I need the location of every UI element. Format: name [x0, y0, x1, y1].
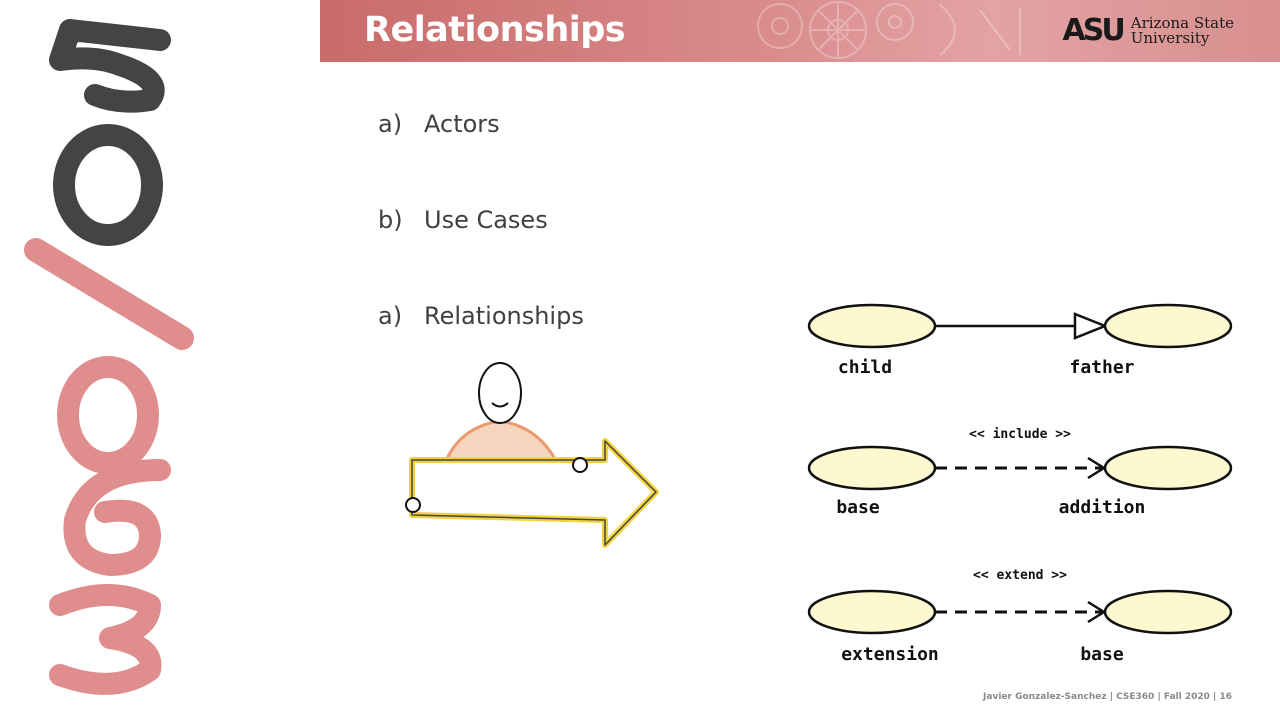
bullet-marker: b)	[378, 206, 403, 234]
bullet-text: Use Cases	[424, 206, 548, 234]
label-child: child	[838, 357, 892, 378]
bullet-actors: a) Actors	[378, 110, 500, 138]
label-extension: extension	[841, 644, 939, 665]
label-base: base	[836, 497, 880, 518]
person-holding-arrow-illustration	[405, 362, 659, 548]
usecase-child	[807, 303, 937, 349]
bullet-marker: a)	[378, 302, 403, 330]
asu-name: Arizona State University	[1131, 16, 1234, 46]
gears-decoration	[757, 1, 1021, 59]
asu-logo: ASU Arizona State University	[1063, 16, 1234, 46]
include-stereotype: << include >>	[969, 427, 1071, 442]
slide-footer: Javier Gonzalez-Sanchez | CSE360 | Fall …	[983, 692, 1232, 702]
side-logo-360-05	[24, 19, 194, 695]
bullet-marker: a)	[378, 110, 403, 138]
usecase-base	[807, 445, 937, 491]
label-addition: addition	[1059, 497, 1146, 518]
bullet-relationships: a) Relationships	[378, 302, 584, 330]
usecase-extension	[807, 589, 937, 635]
usecase-father	[1103, 303, 1233, 349]
usecase-addition	[1103, 445, 1233, 491]
usecase-base-extended	[1103, 589, 1233, 635]
page-title: Relationships	[364, 10, 626, 50]
bullet-text: Actors	[424, 110, 500, 138]
extend-stereotype: << extend >>	[973, 568, 1067, 583]
label-father: father	[1069, 357, 1134, 378]
bullet-use-cases: b) Use Cases	[378, 206, 548, 234]
bullet-text: Relationships	[424, 302, 584, 330]
uml-relationships-diagram: child father << include >> base addition…	[807, 303, 1233, 665]
label-base-extended: base	[1080, 644, 1124, 665]
hollow-triangle-arrowhead	[1073, 312, 1109, 340]
asu-name-line2: University	[1130, 29, 1210, 47]
title-banner: Relationships ASU Arizona State Universi…	[320, 0, 1280, 62]
asu-name-line1: Arizona State	[1130, 14, 1234, 32]
asu-mark: ASU	[1062, 13, 1126, 48]
